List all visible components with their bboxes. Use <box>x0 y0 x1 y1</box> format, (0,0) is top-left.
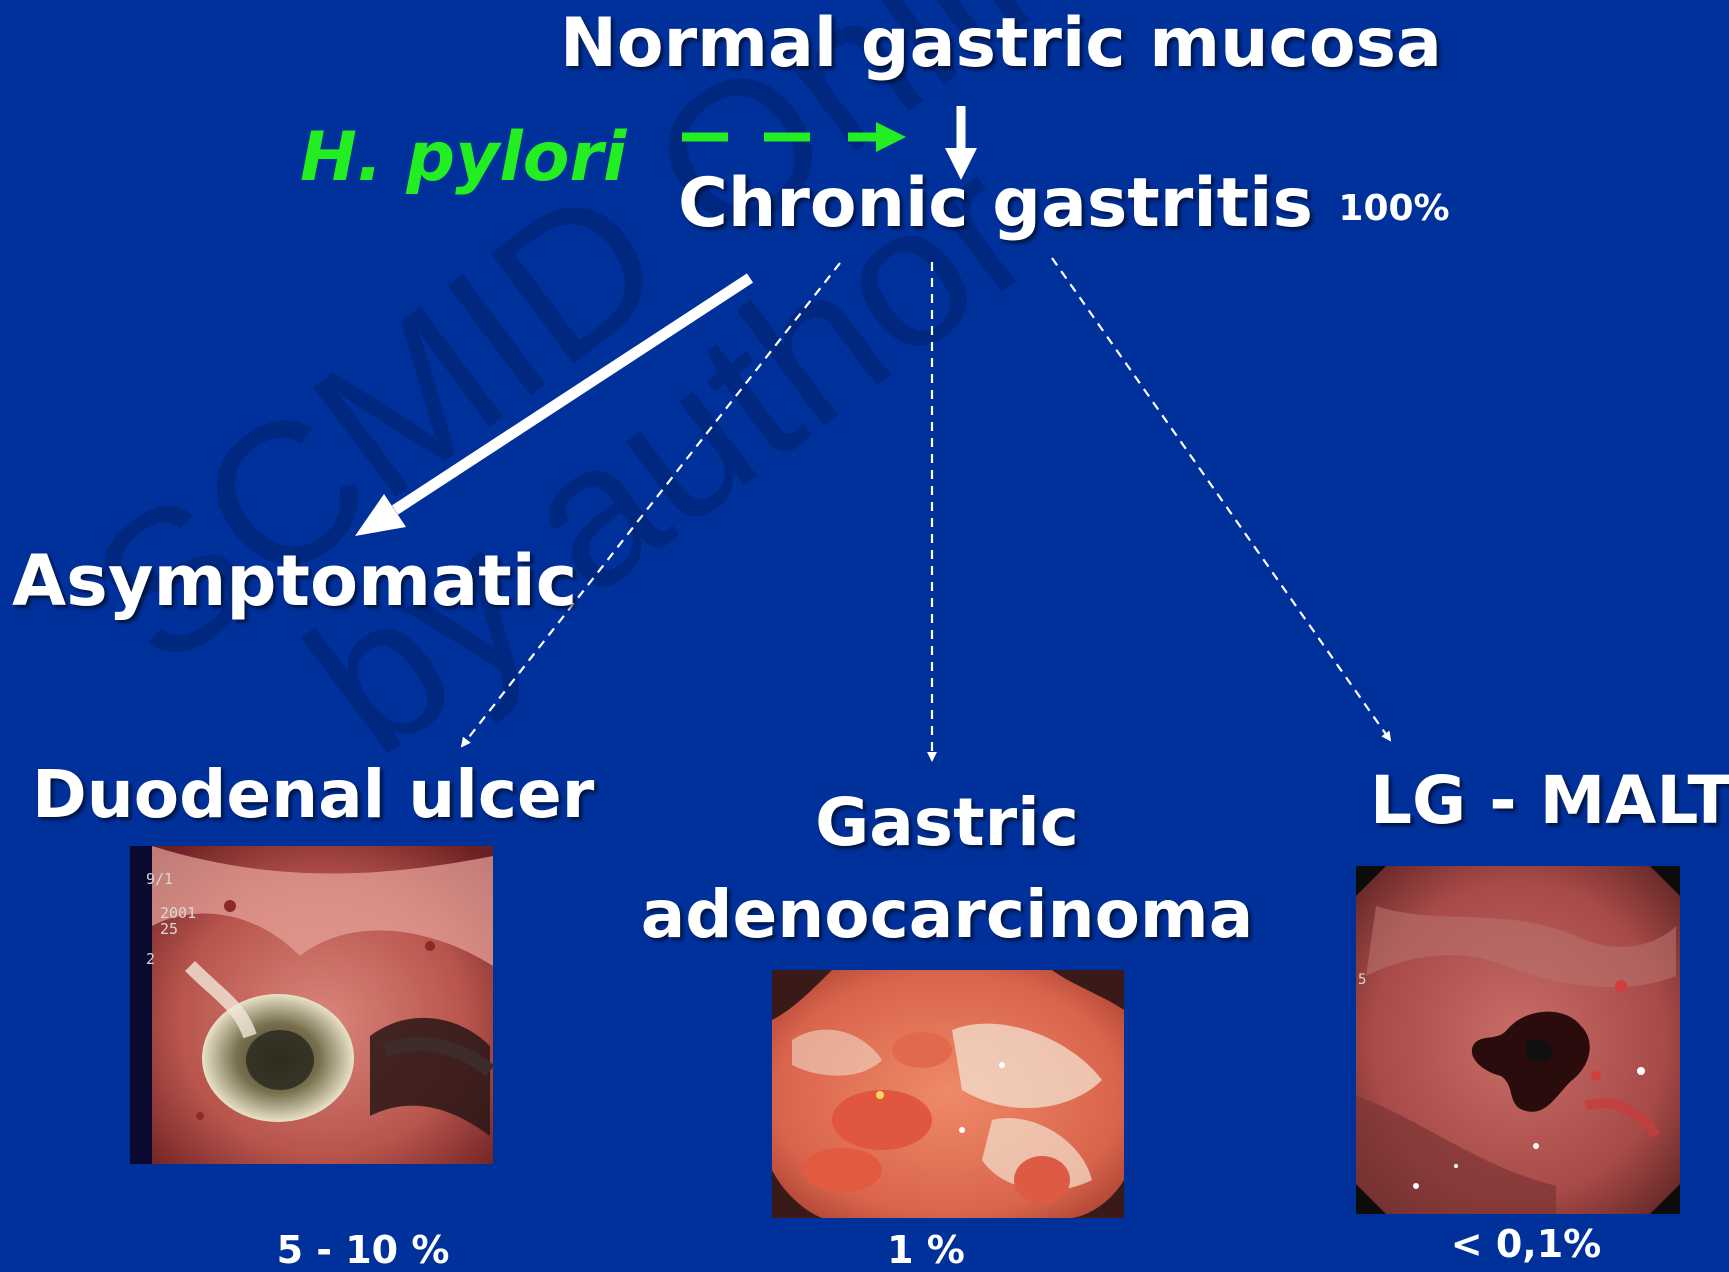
chronic-gastritis-label: Chronic gastritis <box>678 164 1313 243</box>
asymptomatic-label: Asymptomatic <box>12 540 577 622</box>
gastric-adenocarcinoma-label-line2: adenocarcinoma <box>641 876 1253 953</box>
h-pylori-label: H. pylori <box>300 118 626 197</box>
chronic-gastritis-percentage: 100% <box>1338 188 1449 229</box>
lg-malt-percentage: < 0,1% <box>1451 1222 1601 1266</box>
gastritis-to-duodenal-ulcer-arrow <box>462 263 840 746</box>
gastric-adenocarcinoma-endoscopy-image <box>772 970 1124 1218</box>
duodenal-ulcer-photo-text-3: 25 <box>160 920 178 938</box>
lg-malt-label: LG - MALT <box>1370 762 1729 839</box>
duodenal-ulcer-photo-text-4: 2 <box>146 950 155 968</box>
lg-malt-endoscopy-image: 5 <box>1356 866 1680 1214</box>
gastric-adenocarcinoma-label-line1: Gastric <box>815 784 1079 861</box>
duodenal-ulcer-endoscopy-image: 9/1 2001 25 2 <box>130 846 493 1164</box>
duodenal-ulcer-percentage: 5 - 10 % <box>277 1228 450 1272</box>
h-pylori-arrow <box>682 122 906 152</box>
duodenal-ulcer-label: Duodenal ulcer <box>32 756 594 833</box>
gastritis-to-asymptomatic-arrow <box>355 278 750 536</box>
lg-malt-photo-text: 5 <box>1358 972 1366 988</box>
gastritis-to-lg-malt-arrow <box>1052 258 1390 740</box>
duodenal-ulcer-photo-text-1: 9/1 <box>146 870 173 888</box>
normal-gastric-mucosa-label: Normal gastric mucosa <box>560 4 1442 83</box>
gastric-adenocarcinoma-percentage: 1 % <box>887 1228 965 1272</box>
